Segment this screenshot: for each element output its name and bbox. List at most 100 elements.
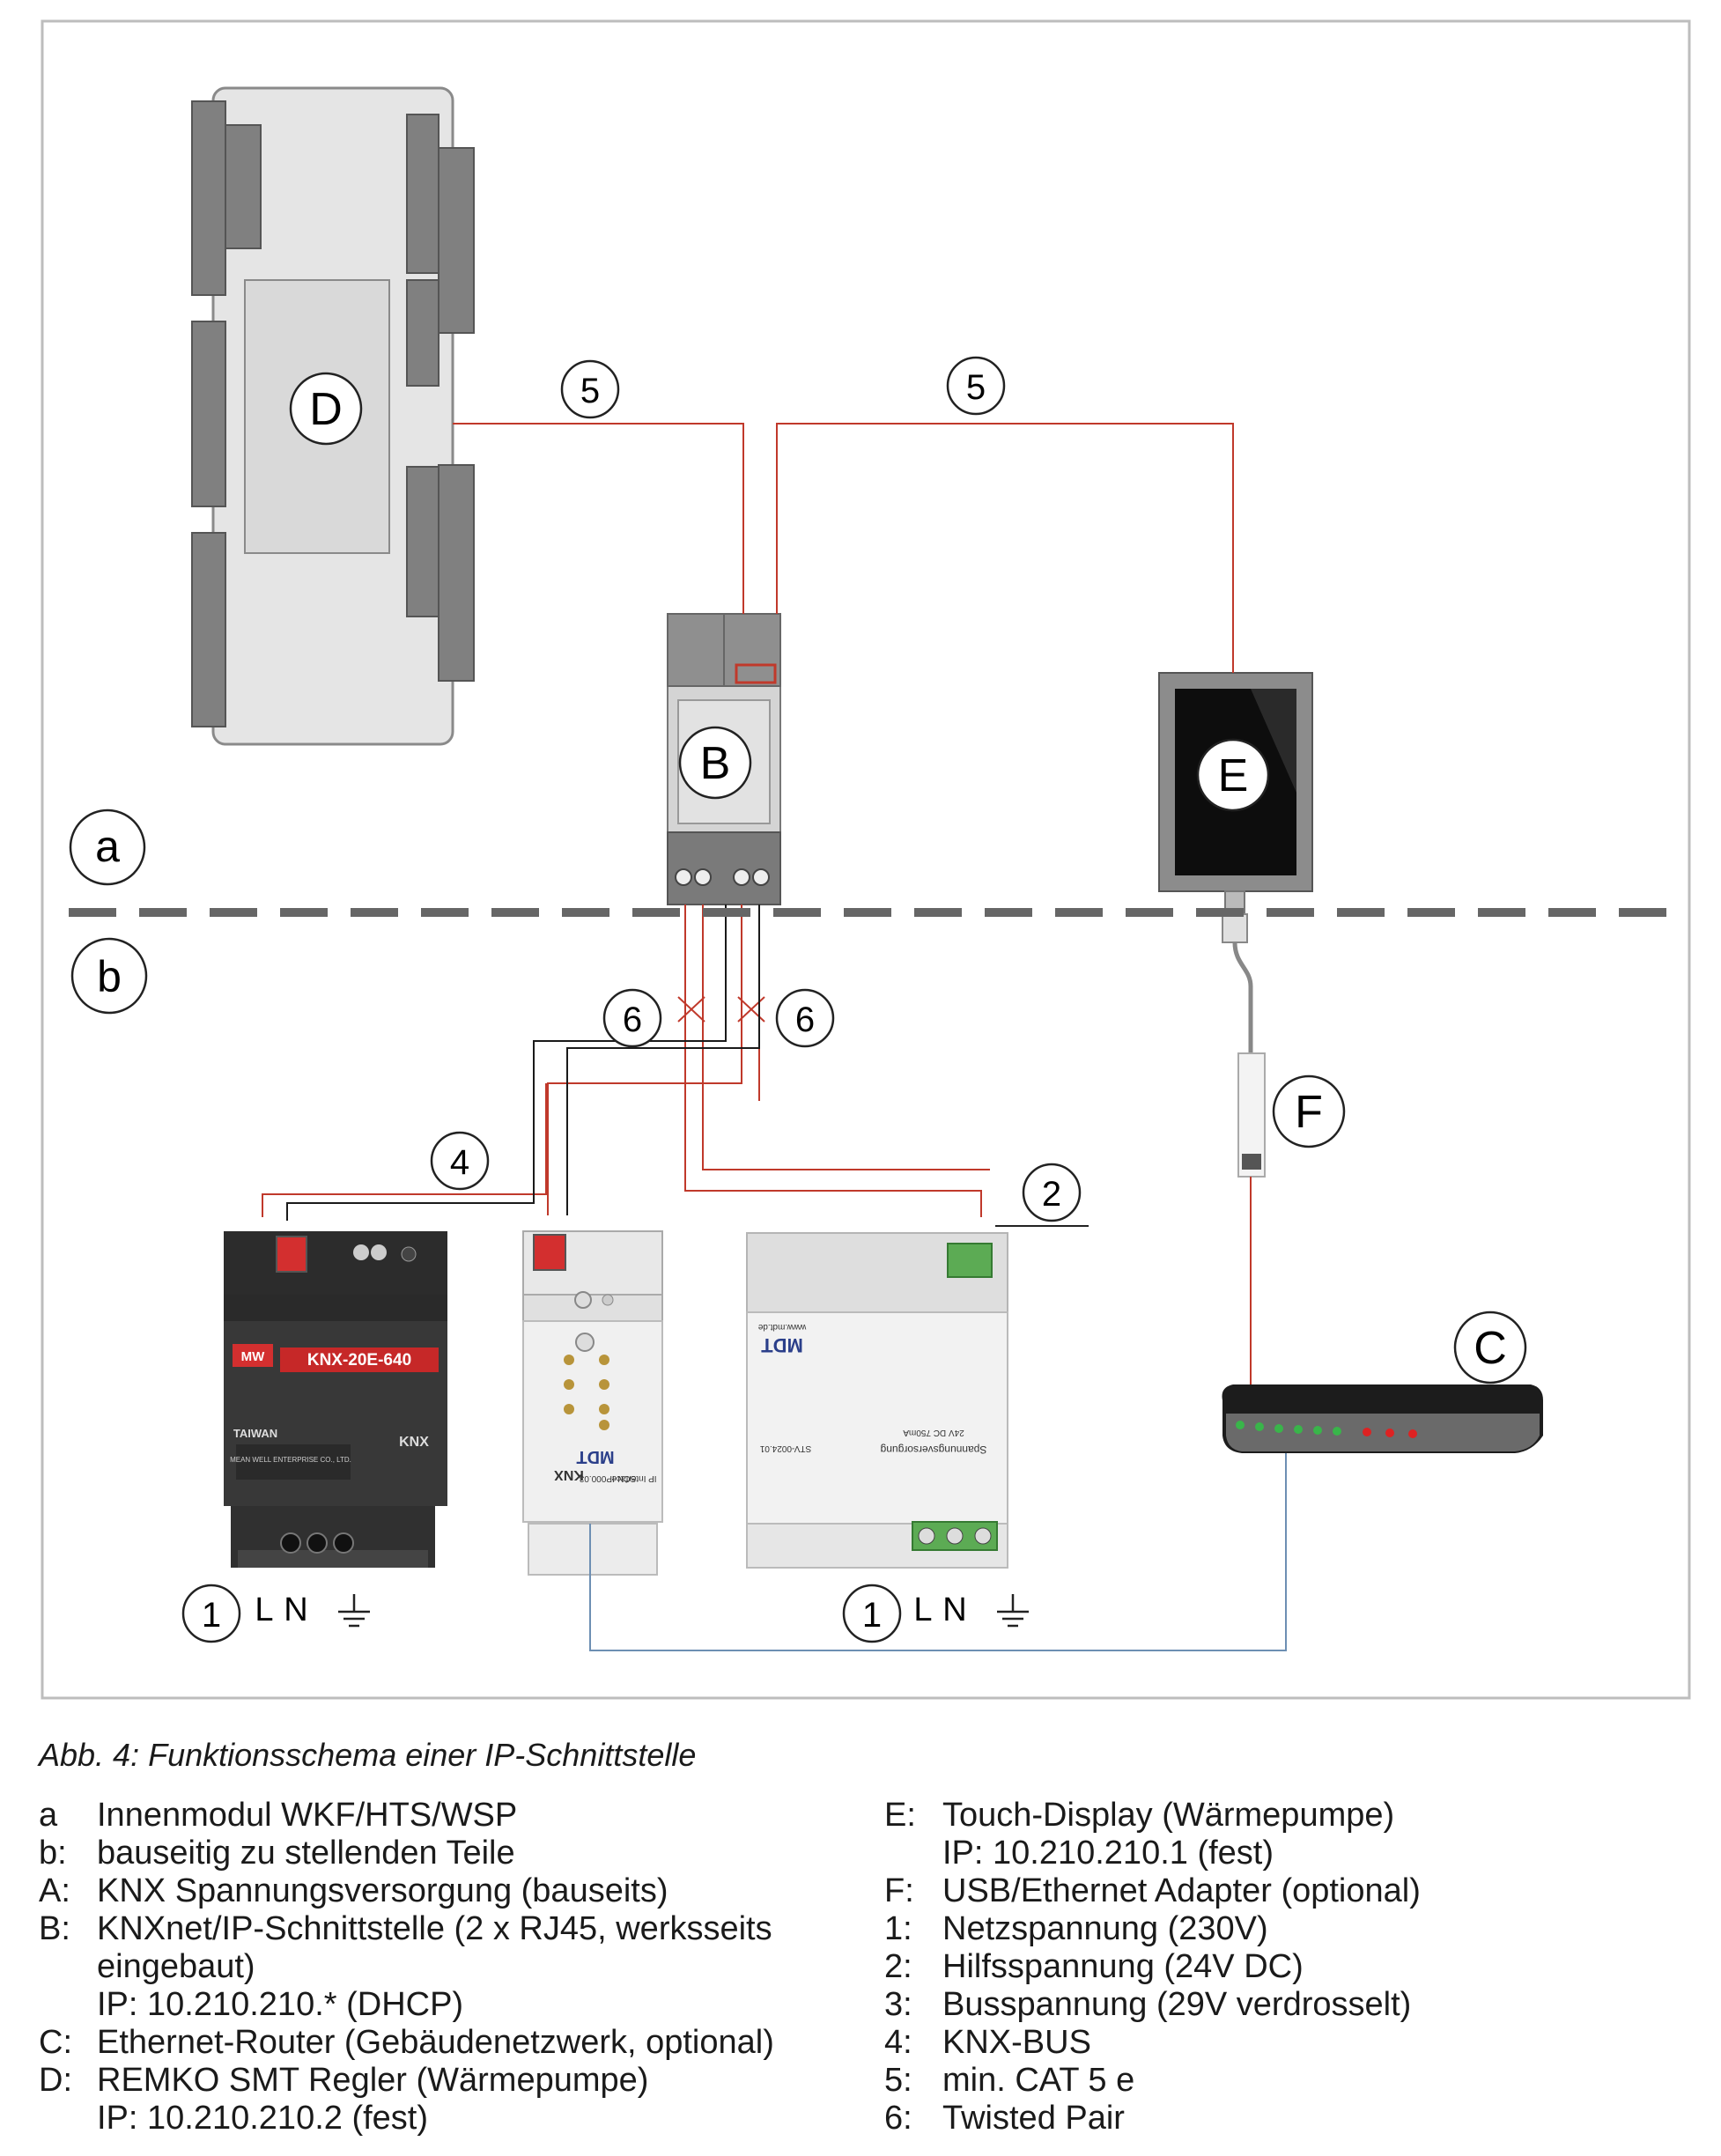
- diagram-frame: [41, 19, 1691, 1700]
- psu-brand-label: MW: [241, 1349, 265, 1364]
- legend-key: A:: [39, 1872, 70, 1909]
- usb-ethernet-adapter-F: [1222, 890, 1266, 1178]
- legend-text: Twisted Pair: [942, 2100, 1125, 2137]
- marker-2: 2: [1022, 1163, 1082, 1222]
- legend-key: a: [39, 1797, 58, 1834]
- legend-text: KNX-BUS: [942, 2024, 1091, 2061]
- legend-item: 6: Twisted Pair: [884, 2100, 1677, 2138]
- psu-model-label: KNX-20E-640: [307, 1351, 411, 1370]
- ip-module-desc: IP Interface: [611, 1473, 656, 1483]
- svg-text:F: F: [1295, 1087, 1323, 1138]
- marker-F: F: [1272, 1074, 1346, 1148]
- marker-4: 4: [430, 1131, 490, 1191]
- svg-text:5: 5: [966, 368, 986, 407]
- legend-item: 2:Hilfsspannung (24V DC): [884, 1948, 1677, 1986]
- psu-knx-logo: KNX: [399, 1435, 429, 1450]
- legend-item: eingebaut): [39, 1948, 831, 1986]
- ip-module-brand: MDT: [576, 1447, 614, 1466]
- legend-item: C: Ethernet-Router (Gebäudenetzwerk, opti…: [39, 2024, 831, 2062]
- legend-key: 3:: [884, 1986, 912, 2023]
- svg-text:1: 1: [202, 1596, 221, 1635]
- legend-key: 5:: [884, 2062, 912, 2099]
- ground-icon: [997, 1594, 1029, 1628]
- supply-module-web: www.mdt.de: [757, 1322, 807, 1332]
- legend-item: B:KNXnet/IP-Schnittstelle (2 x RJ45, wer…: [39, 1910, 831, 1948]
- svg-text:2: 2: [1042, 1175, 1061, 1214]
- red-wiring: [262, 423, 1252, 1384]
- svg-text:a: a: [95, 822, 120, 871]
- svg-text:6: 6: [623, 1000, 642, 1039]
- marker-b: b: [70, 937, 148, 1015]
- legend-item: IP: 10.210.210.1 (fest): [884, 1835, 1677, 1872]
- legend-item: D:REMKO SMT Regler (Wärmepumpe): [39, 2062, 831, 2100]
- supply-module-desc: Spannungsversorgung: [881, 1443, 987, 1456]
- mains-terminals-left: 1 L N: [181, 1584, 370, 1643]
- svg-text:E: E: [1218, 750, 1249, 801]
- supply-module-model: STV-0024.01: [759, 1443, 811, 1453]
- legend-item: IP: 10.210.210.2 (fest): [39, 2100, 831, 2138]
- legend-item: A: KNX Spannungsversorgung (bauseits): [39, 1872, 831, 1910]
- svg-text:B: B: [700, 738, 731, 789]
- legend-right: E:Touch-Display (Wärmepumpe)IP: 10.210.2…: [884, 1797, 1677, 2138]
- knx-power-supply: [224, 1231, 447, 1568]
- legend-item: 5: min. CAT 5 e: [884, 2062, 1677, 2100]
- legend-text: KNX Spannungsversorgung (bauseits): [97, 1872, 668, 1909]
- legend-text: min. CAT 5 e: [942, 2062, 1135, 2099]
- legend-text: KNXnet/IP-Schnittstelle (2 x RJ45, werks…: [97, 1910, 772, 1947]
- ground-icon: [338, 1594, 370, 1628]
- svg-text:D: D: [309, 384, 343, 435]
- legend-item: IP: 10.210.210.* (DHCP): [39, 1986, 831, 2024]
- legend-text: Ethernet-Router (Gebäudenetzwerk, option…: [97, 2024, 774, 2061]
- svg-text:N: N: [942, 1591, 966, 1628]
- legend-key: [39, 1948, 97, 1986]
- legend-key: 1:: [884, 1910, 912, 1947]
- legend-key: C:: [39, 2024, 72, 2061]
- svg-text:6: 6: [795, 1000, 815, 1039]
- legend-item: b:bauseitig zu stellenden Teile: [39, 1835, 831, 1872]
- legend-text: Netzspannung (230V): [942, 1910, 1268, 1947]
- router-C: [1222, 1384, 1543, 1453]
- marker-5-right: 5: [946, 356, 1006, 416]
- psu-maker-label: MEAN WELL ENTERPRISE CO., LTD.: [230, 1456, 351, 1464]
- legend-item: E:Touch-Display (Wärmepumpe): [884, 1797, 1677, 1835]
- legend-text: Busspannung (29V verdrosselt): [942, 1986, 1412, 2023]
- legend-item: 4:KNX-BUS: [884, 2024, 1677, 2062]
- svg-text:L: L: [255, 1591, 273, 1628]
- svg-text:b: b: [97, 952, 122, 1001]
- supply-module-rating: 24V DC 750mA: [903, 1428, 964, 1437]
- legend-key: [39, 1986, 97, 2024]
- legend-key: [884, 1835, 942, 1872]
- supply-module-brand: MDT: [761, 1334, 803, 1356]
- legend-text: Innenmodul WKF/HTS/WSP: [97, 1797, 518, 1834]
- legend-text: IP: 10.210.210.2 (fest): [97, 2100, 429, 2137]
- marker-B: B: [678, 726, 752, 800]
- mains-terminals-right: 1 L N: [842, 1584, 1029, 1643]
- legend-key: b:: [39, 1835, 67, 1872]
- legend-item: a Innenmodul WKF/HTS/WSP: [39, 1797, 831, 1835]
- ip-interface-module: [522, 1230, 663, 1576]
- legend-key: F:: [884, 1872, 914, 1909]
- legend-key: [39, 2100, 97, 2138]
- svg-text:1: 1: [862, 1596, 882, 1635]
- marker-C: C: [1453, 1311, 1527, 1384]
- ip-module-model: SCN-IP000.03: [579, 1473, 636, 1483]
- marker-6-right: 6: [775, 988, 835, 1048]
- legend-key: 2:: [884, 1948, 912, 1985]
- legend-key: E:: [884, 1797, 916, 1834]
- ip-module-knx: KNX: [554, 1467, 584, 1482]
- legend-item: 3: Busspannung (29V verdrosselt): [884, 1986, 1677, 2024]
- marker-5-left: 5: [560, 359, 620, 419]
- legend-key: 6:: [884, 2100, 912, 2137]
- legend-text: IP: 10.210.210.* (DHCP): [97, 1986, 464, 2023]
- legend-item: 1: Netzspannung (230V): [884, 1910, 1677, 1948]
- marker-D: D: [289, 372, 363, 446]
- legend-text: USB/Ethernet Adapter (optional): [942, 1872, 1421, 1909]
- svg-text:N: N: [284, 1591, 307, 1628]
- svg-text:L: L: [913, 1591, 932, 1628]
- marker-E: E: [1196, 738, 1270, 812]
- legend-text: IP: 10.210.210.1 (fest): [942, 1835, 1274, 1872]
- auxiliary-supply-module: [746, 1232, 1008, 1569]
- marker-a: a: [69, 808, 146, 886]
- legend-text: REMKO SMT Regler (Wärmepumpe): [97, 2062, 649, 2099]
